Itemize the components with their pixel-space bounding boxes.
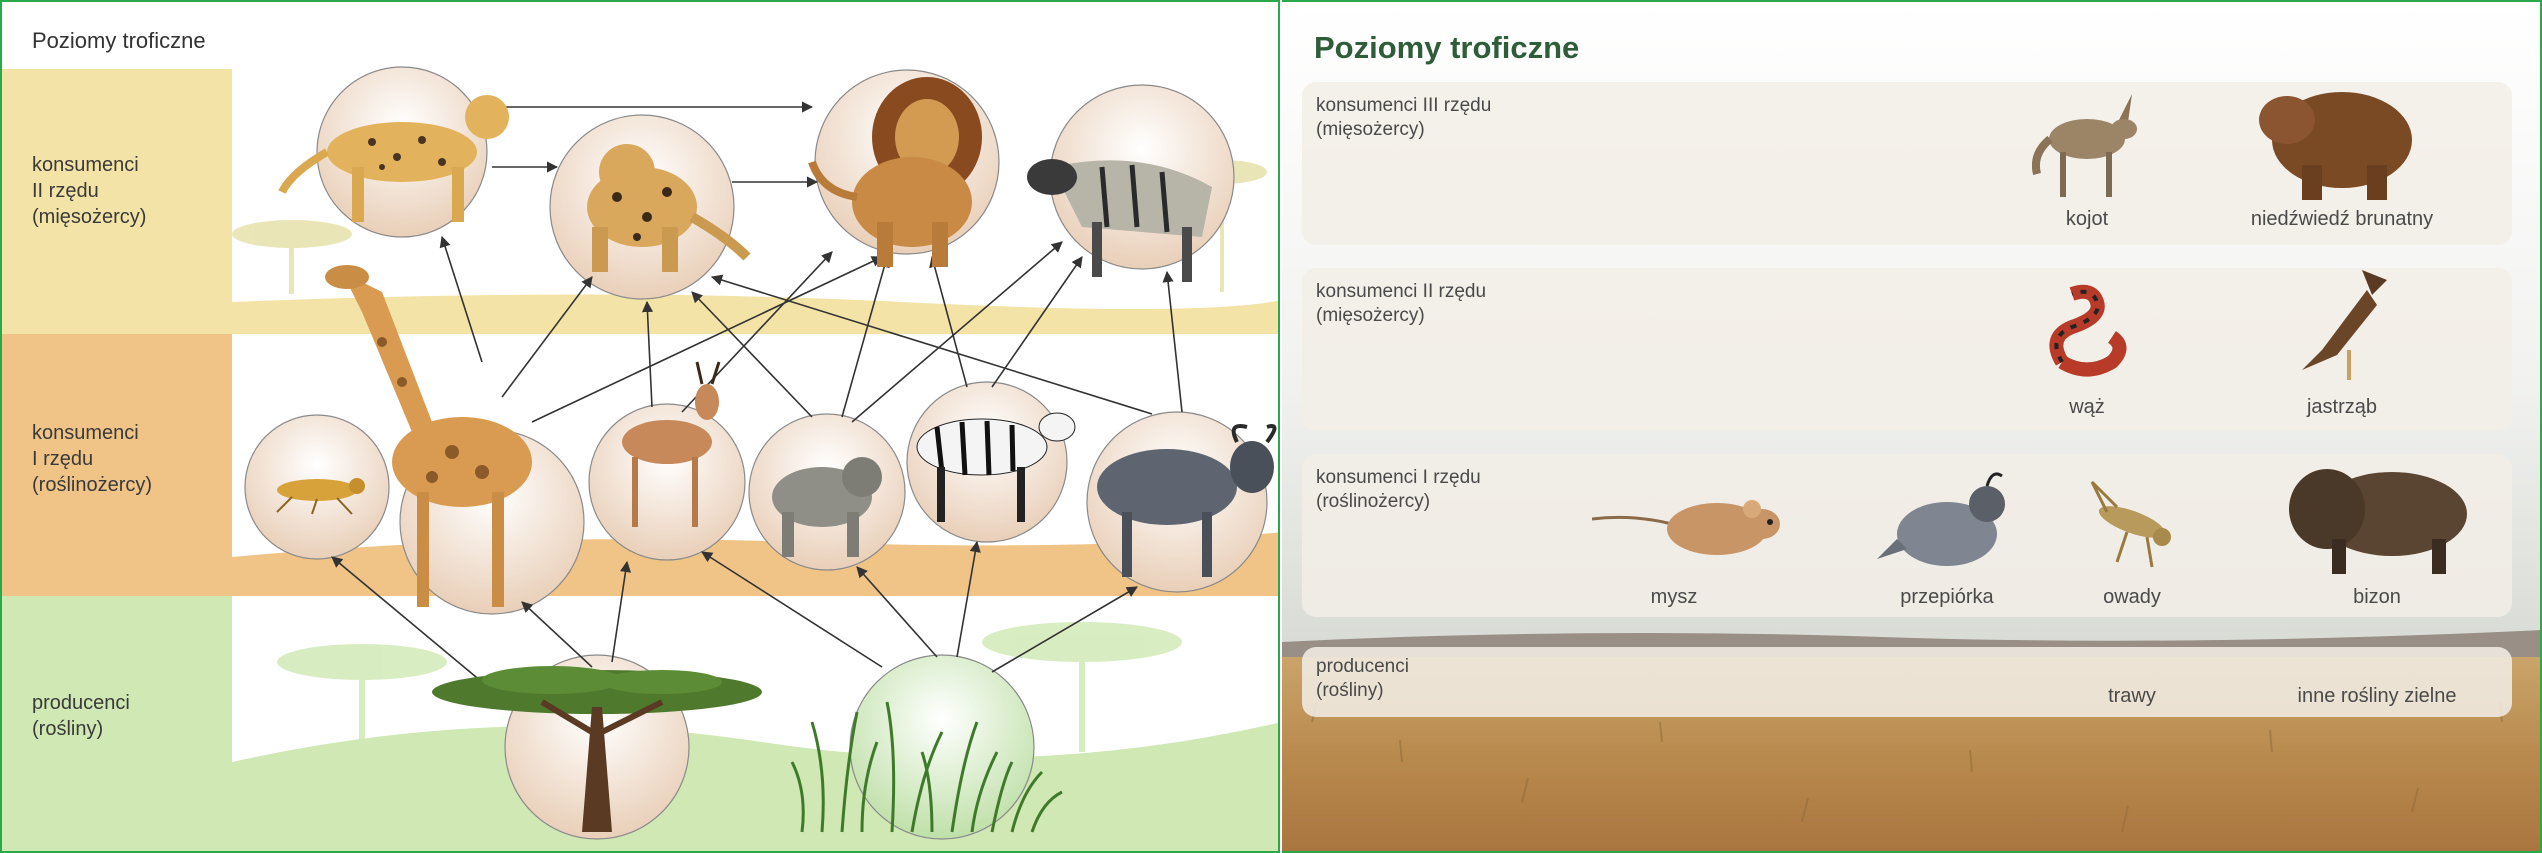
secondary-consumers-label: konsumenci II rzędu (mięsożercy) xyxy=(1316,280,1486,328)
food-web-scene xyxy=(2,2,1280,853)
producers-card: producenci (rośliny) trawy inne rośliny … xyxy=(1302,647,2512,717)
primary-consumers-card: konsumenci I rzędu (roślinożercy) mys xyxy=(1302,454,2512,617)
mouse-icon xyxy=(1592,484,1782,564)
right-panel-title: Poziomy troficzne xyxy=(1314,30,1579,66)
producers-label: producenci (rośliny) xyxy=(1316,655,1409,703)
species-label-snake: wąż xyxy=(1967,396,2207,419)
quail-icon xyxy=(1877,464,2017,574)
grasshopper-icon xyxy=(2077,462,2187,572)
producer-level-label: producenci (rośliny) xyxy=(32,690,130,742)
primary-consumers-label: konsumenci I rzędu (roślinożercy) xyxy=(1316,466,1481,514)
species-label-bison: bizon xyxy=(2257,586,2497,609)
secondary-consumers-card: konsumenci II rzędu (mięsożercy) wąż jas… xyxy=(1302,268,2512,431)
food-web-diagram-panel: Poziomy troficzne konsumenci II rzędu (m… xyxy=(0,0,1280,853)
bison-icon xyxy=(2282,454,2482,579)
hawk-icon xyxy=(2292,260,2402,390)
species-label-hawk: jastrząb xyxy=(2222,396,2462,419)
brown-bear-icon xyxy=(2252,70,2432,210)
species-label-coyote: kojot xyxy=(1967,208,2207,231)
species-label-brown-bear: niedźwiedź brunatny xyxy=(2222,208,2462,231)
left-diagram-title: Poziomy troficzne xyxy=(32,28,206,54)
species-label-insects: owady xyxy=(2012,586,2252,609)
species-label-grasses: trawy xyxy=(2012,685,2252,708)
tertiary-consumers-card: konsumenci III rzędu (mięsożercy) kojot … xyxy=(1302,82,2512,245)
carnivore-level-label: konsumenci II rzędu (mięsożercy) xyxy=(32,152,146,230)
species-label-mouse: mysz xyxy=(1554,586,1794,609)
prairie-trophic-levels-panel: Poziomy troficzne konsumenci III rzędu (… xyxy=(1282,0,2542,853)
coyote-icon xyxy=(2032,84,2142,204)
tertiary-consumers-label: konsumenci III rzędu (mięsożercy) xyxy=(1316,94,1491,142)
species-label-herbaceous-plants: inne rośliny zielne xyxy=(2257,685,2497,708)
herbivore-level-label: konsumenci I rzędu (roślinożercy) xyxy=(32,420,152,498)
snake-icon xyxy=(2042,282,2132,382)
